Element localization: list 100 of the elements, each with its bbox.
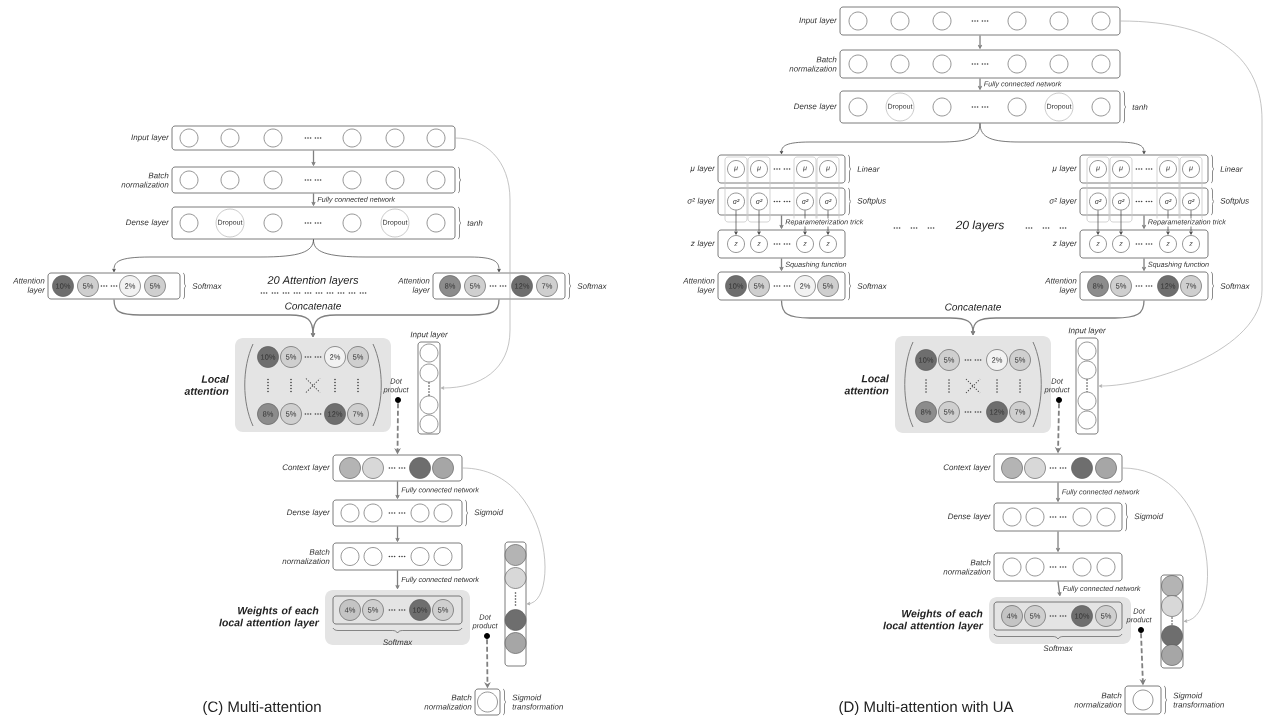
neuron-circle bbox=[504, 544, 527, 566]
neuron-circle bbox=[1007, 97, 1027, 117]
neuron-circle bbox=[1091, 54, 1111, 74]
neuron-circle bbox=[1161, 644, 1183, 666]
arrow bbox=[1096, 209, 1100, 235]
arrow bbox=[1189, 209, 1193, 235]
neuron-circle bbox=[504, 609, 527, 631]
arrow bbox=[395, 525, 400, 543]
layer-label: Input layer bbox=[131, 134, 170, 142]
layer-label: z layer bbox=[690, 240, 716, 248]
neuron-circle bbox=[1025, 507, 1045, 527]
neuron-circle bbox=[1091, 11, 1111, 31]
neuron-circle bbox=[1132, 689, 1154, 711]
arrow bbox=[970, 299, 1145, 336]
function-label: Sigmoid bbox=[1134, 513, 1164, 521]
arrow bbox=[1166, 209, 1170, 235]
neuron-circle bbox=[1007, 11, 1027, 31]
function-label: Softmax bbox=[383, 639, 413, 646]
function-label: Softmax bbox=[192, 283, 222, 289]
layer-label: μ layer bbox=[690, 165, 716, 173]
layer-label: μ layer bbox=[1052, 165, 1078, 173]
panel-heading: Weights of each local attention layer bbox=[219, 606, 320, 629]
arrow bbox=[826, 209, 830, 235]
layer-label: Input layer bbox=[799, 17, 838, 25]
layer-label: Attention layer bbox=[397, 277, 431, 295]
neuron-circle bbox=[263, 170, 283, 190]
neuron-circle bbox=[504, 632, 527, 654]
panel-heading: Local attention bbox=[184, 375, 229, 395]
arrow bbox=[757, 209, 761, 235]
count-label: 20 layers bbox=[955, 220, 1005, 232]
arrow bbox=[977, 34, 983, 50]
neuron-circle bbox=[340, 503, 360, 523]
neuron-circle bbox=[419, 395, 439, 415]
neuron-circle bbox=[932, 97, 952, 117]
layer-label: Batch normalization bbox=[943, 559, 991, 575]
function-label: tanh bbox=[1132, 104, 1148, 110]
neuron-circle bbox=[848, 11, 868, 31]
function-label: Softmax bbox=[857, 283, 887, 289]
neuron-circle bbox=[1002, 507, 1022, 527]
neuron-circle bbox=[426, 128, 446, 148]
neuron-circle bbox=[1095, 457, 1117, 479]
panel-heading: Local attention bbox=[844, 374, 889, 395]
arrow bbox=[311, 149, 316, 167]
function-label: Sigmoid bbox=[474, 509, 504, 517]
arrow bbox=[1098, 20, 1263, 388]
neuron-circle bbox=[1077, 360, 1097, 380]
layer-label: σ² layer bbox=[687, 197, 716, 206]
neuron-circle bbox=[363, 503, 383, 523]
neuron-circle bbox=[1025, 557, 1045, 577]
function-label: Softmax bbox=[1043, 645, 1073, 652]
function-label: Sigmoid transformation bbox=[512, 694, 563, 710]
neuron-circle bbox=[504, 567, 527, 589]
layer-label: Dense layer bbox=[125, 219, 170, 227]
concatenate-label: Concatenate bbox=[945, 303, 1001, 311]
neuron-circle bbox=[848, 54, 868, 74]
layer-label: Attention layer bbox=[682, 277, 716, 295]
arrow bbox=[313, 239, 501, 273]
neuron-circle bbox=[179, 170, 199, 190]
layer-label: Batch normalization bbox=[282, 548, 330, 565]
layer-label: Attention layer bbox=[1044, 277, 1078, 295]
layer-label: z layer bbox=[1052, 240, 1078, 248]
neuron-circle bbox=[1072, 557, 1092, 577]
figure-caption: (D) Multi-attention with UA bbox=[839, 701, 1014, 715]
layer-label: Batch normalization bbox=[424, 694, 472, 710]
arrow bbox=[395, 480, 400, 500]
arrow bbox=[1141, 257, 1147, 272]
neuron-circle bbox=[432, 457, 454, 479]
neuron-circle bbox=[890, 11, 910, 31]
neuron-circle bbox=[419, 343, 439, 363]
neuron-circle bbox=[220, 170, 240, 190]
arrow bbox=[1122, 467, 1208, 623]
neuron-circle bbox=[263, 128, 283, 148]
neuron-circle bbox=[1096, 507, 1116, 527]
arrow bbox=[311, 192, 316, 207]
arrow bbox=[310, 298, 500, 338]
function-label: Softmax bbox=[577, 283, 607, 289]
arrow bbox=[112, 239, 314, 273]
neuron-circle bbox=[385, 128, 405, 148]
arrow bbox=[803, 209, 807, 235]
layer-label: Context layer bbox=[943, 464, 992, 472]
neuron-circle bbox=[179, 128, 199, 148]
function-label: Softplus bbox=[857, 197, 886, 206]
arrow bbox=[979, 123, 1146, 155]
neuron-circle bbox=[433, 503, 453, 523]
layer-label: Dense layer bbox=[793, 103, 838, 111]
panel-heading: Weights of each local attention layer bbox=[883, 609, 984, 632]
neuron-circle bbox=[363, 547, 383, 566]
concatenate-label: Concatenate bbox=[285, 302, 341, 310]
neuron-circle bbox=[1024, 457, 1046, 479]
neuron-circle bbox=[1161, 595, 1183, 617]
neuron-circle bbox=[339, 457, 361, 479]
layer-label: Batch normalization bbox=[789, 56, 837, 72]
neuron-circle bbox=[342, 170, 362, 190]
arrow bbox=[1055, 530, 1061, 553]
layer-label: σ² layer bbox=[1049, 197, 1078, 206]
neuron-circle bbox=[433, 547, 453, 566]
function-label: Linear bbox=[1220, 166, 1243, 172]
neuron-circle bbox=[385, 170, 405, 190]
function-label: Softmax bbox=[1220, 283, 1250, 289]
neuron-circle bbox=[932, 54, 952, 74]
